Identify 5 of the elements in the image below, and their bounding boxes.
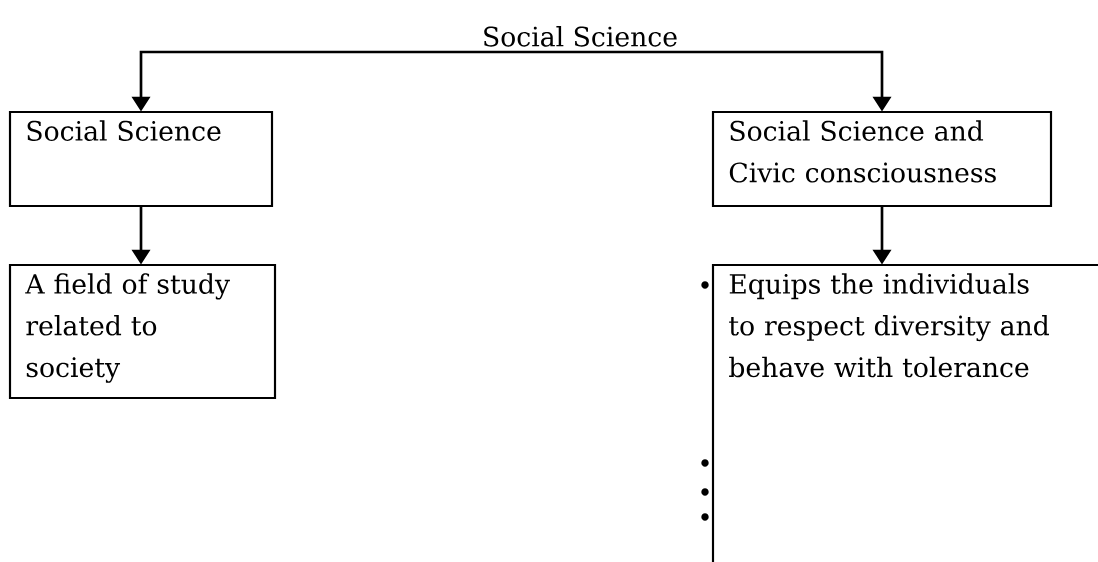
- bullet-list-box: Equips the individuals to respect diversity and behave with tolerance: [711, 263, 1098, 562]
- description-box: A field of study related to society: [8, 263, 277, 400]
- heading-text: Social Science: [484, 26, 677, 47]
- topic-box: Social Science and Civic consciousness: [711, 110, 1053, 208]
- topic-box: Social Science: [8, 110, 274, 208]
